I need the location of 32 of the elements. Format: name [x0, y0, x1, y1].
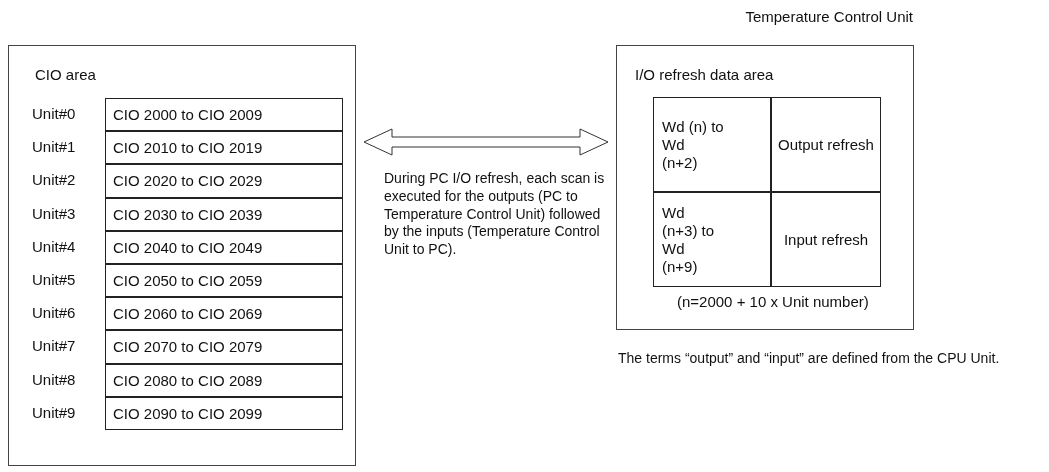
area-title: CIO area	[35, 66, 96, 83]
note-text: The terms “output” and “input” are defined from the CPU Unit.	[618, 350, 1001, 368]
row-label: Unit#1	[32, 138, 76, 156]
unit-heading: Temperature Control Unit	[745, 8, 913, 25]
row-label: Unit#4	[32, 237, 76, 255]
double-arrow	[363, 128, 609, 156]
table-cell: CIO 2040 to CIO 2049	[105, 230, 343, 264]
row-label: Unit#0	[32, 105, 76, 122]
table-cell: CIO 2030 to CIO 2039	[105, 197, 343, 231]
row-label: Unit#8	[32, 370, 76, 388]
table-cell: Input refresh	[771, 192, 881, 287]
row-label: Unit#6	[32, 304, 76, 322]
table-cell: CIO 2020 to CIO 2029	[105, 164, 343, 198]
row-label: Unit#2	[32, 171, 76, 189]
table-cell: Wd (n) to Wd (n+2)	[653, 97, 771, 192]
row-label: Unit#9	[32, 403, 76, 421]
table-cell: CIO 2080 to CIO 2089	[105, 363, 343, 397]
row-label: Unit#7	[32, 337, 76, 355]
table-cell: CIO 2010 to CIO 2019	[105, 131, 343, 165]
table-cell: CIO 2000 to CIO 2009	[105, 98, 343, 132]
table-cell: CIO 2060 to CIO 2069	[105, 297, 343, 331]
table-cell: Wd (n+3) to Wd (n+9)	[653, 192, 771, 287]
table-cell: CIO 2070 to CIO 2079	[105, 330, 343, 364]
row-label: Unit#3	[32, 204, 76, 222]
description-text: During PC I/O refresh, each scan is executed for the outputs (PC to Temperature Control Unit) followed by the inputs (Temperature Control Unit to PC).	[384, 170, 606, 259]
table-cell: CIO 2090 to CIO 2099	[105, 396, 343, 430]
memory-area-box	[8, 45, 356, 466]
table-cell: Output refresh	[771, 97, 881, 192]
formula-note: (n=2000 + 10 x Unit number)	[677, 293, 869, 310]
area-title: I/O refresh data area	[635, 66, 774, 83]
table-cell: CIO 2050 to CIO 2059	[105, 264, 343, 298]
row-label: Unit#5	[32, 271, 76, 288]
